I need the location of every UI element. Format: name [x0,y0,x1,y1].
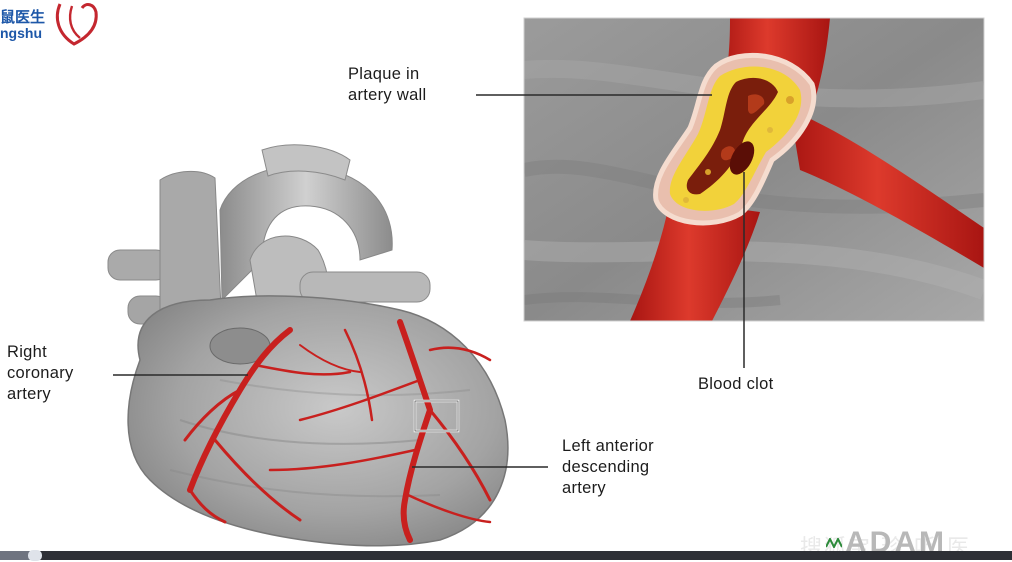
artery-branch [790,110,984,268]
video-progress-fill [0,551,35,560]
logo-latin-text: ngshu [0,25,42,41]
logo-chinese-text: 鼠医生 [0,8,46,26]
coronary-arteries [183,319,492,543]
blood-clot-label: Blood clot [698,375,774,393]
right-coronary-label: Right coronary artery [7,343,74,403]
pulmonary-artery-right [299,271,431,303]
adam-logo-icon [826,538,842,548]
plaque-label: Plaque in artery wall [348,65,427,104]
artery-vessel-lower [630,200,760,321]
left-anterior-descending-artery [397,319,433,543]
video-progress-bar[interactable] [0,550,1012,561]
logo: 鼠医生 ngshu [0,0,110,50]
video-progress-handle[interactable] [28,550,42,561]
aortic-branch [261,144,351,181]
blood-clot-mark [729,141,755,175]
lad-label: Left anterior descending artery [562,437,654,497]
logo-mark-icon [55,3,98,46]
